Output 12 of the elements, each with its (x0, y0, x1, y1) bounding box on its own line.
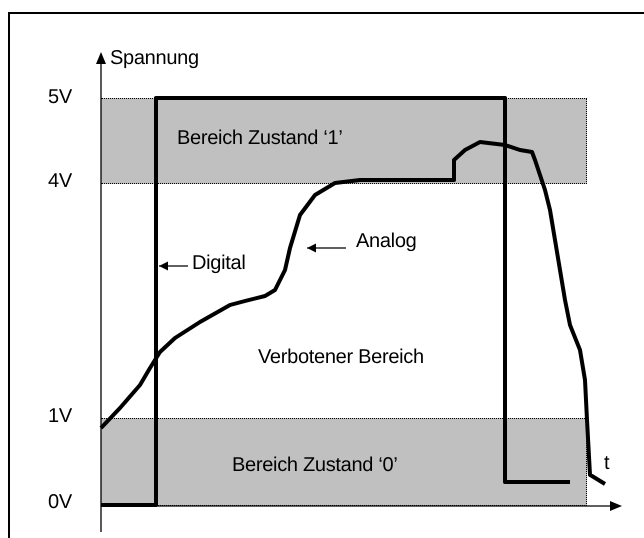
leader-arrow (159, 262, 188, 270)
band-label: Bereich Zustand ‘1’ (177, 127, 343, 150)
axis-label: t (604, 452, 610, 475)
tick-label: 4V (48, 170, 72, 193)
band-label: Bereich Zustand ‘0’ (232, 454, 398, 477)
tick-label: 5V (48, 86, 72, 109)
axis-label: Spannung (110, 47, 199, 70)
leader-arrow (307, 244, 346, 252)
tick-label: 0V (48, 491, 72, 514)
tick-label: 1V (48, 405, 72, 428)
digital-signal (101, 96, 570, 507)
region-label: Verbotener Bereich (258, 346, 424, 369)
